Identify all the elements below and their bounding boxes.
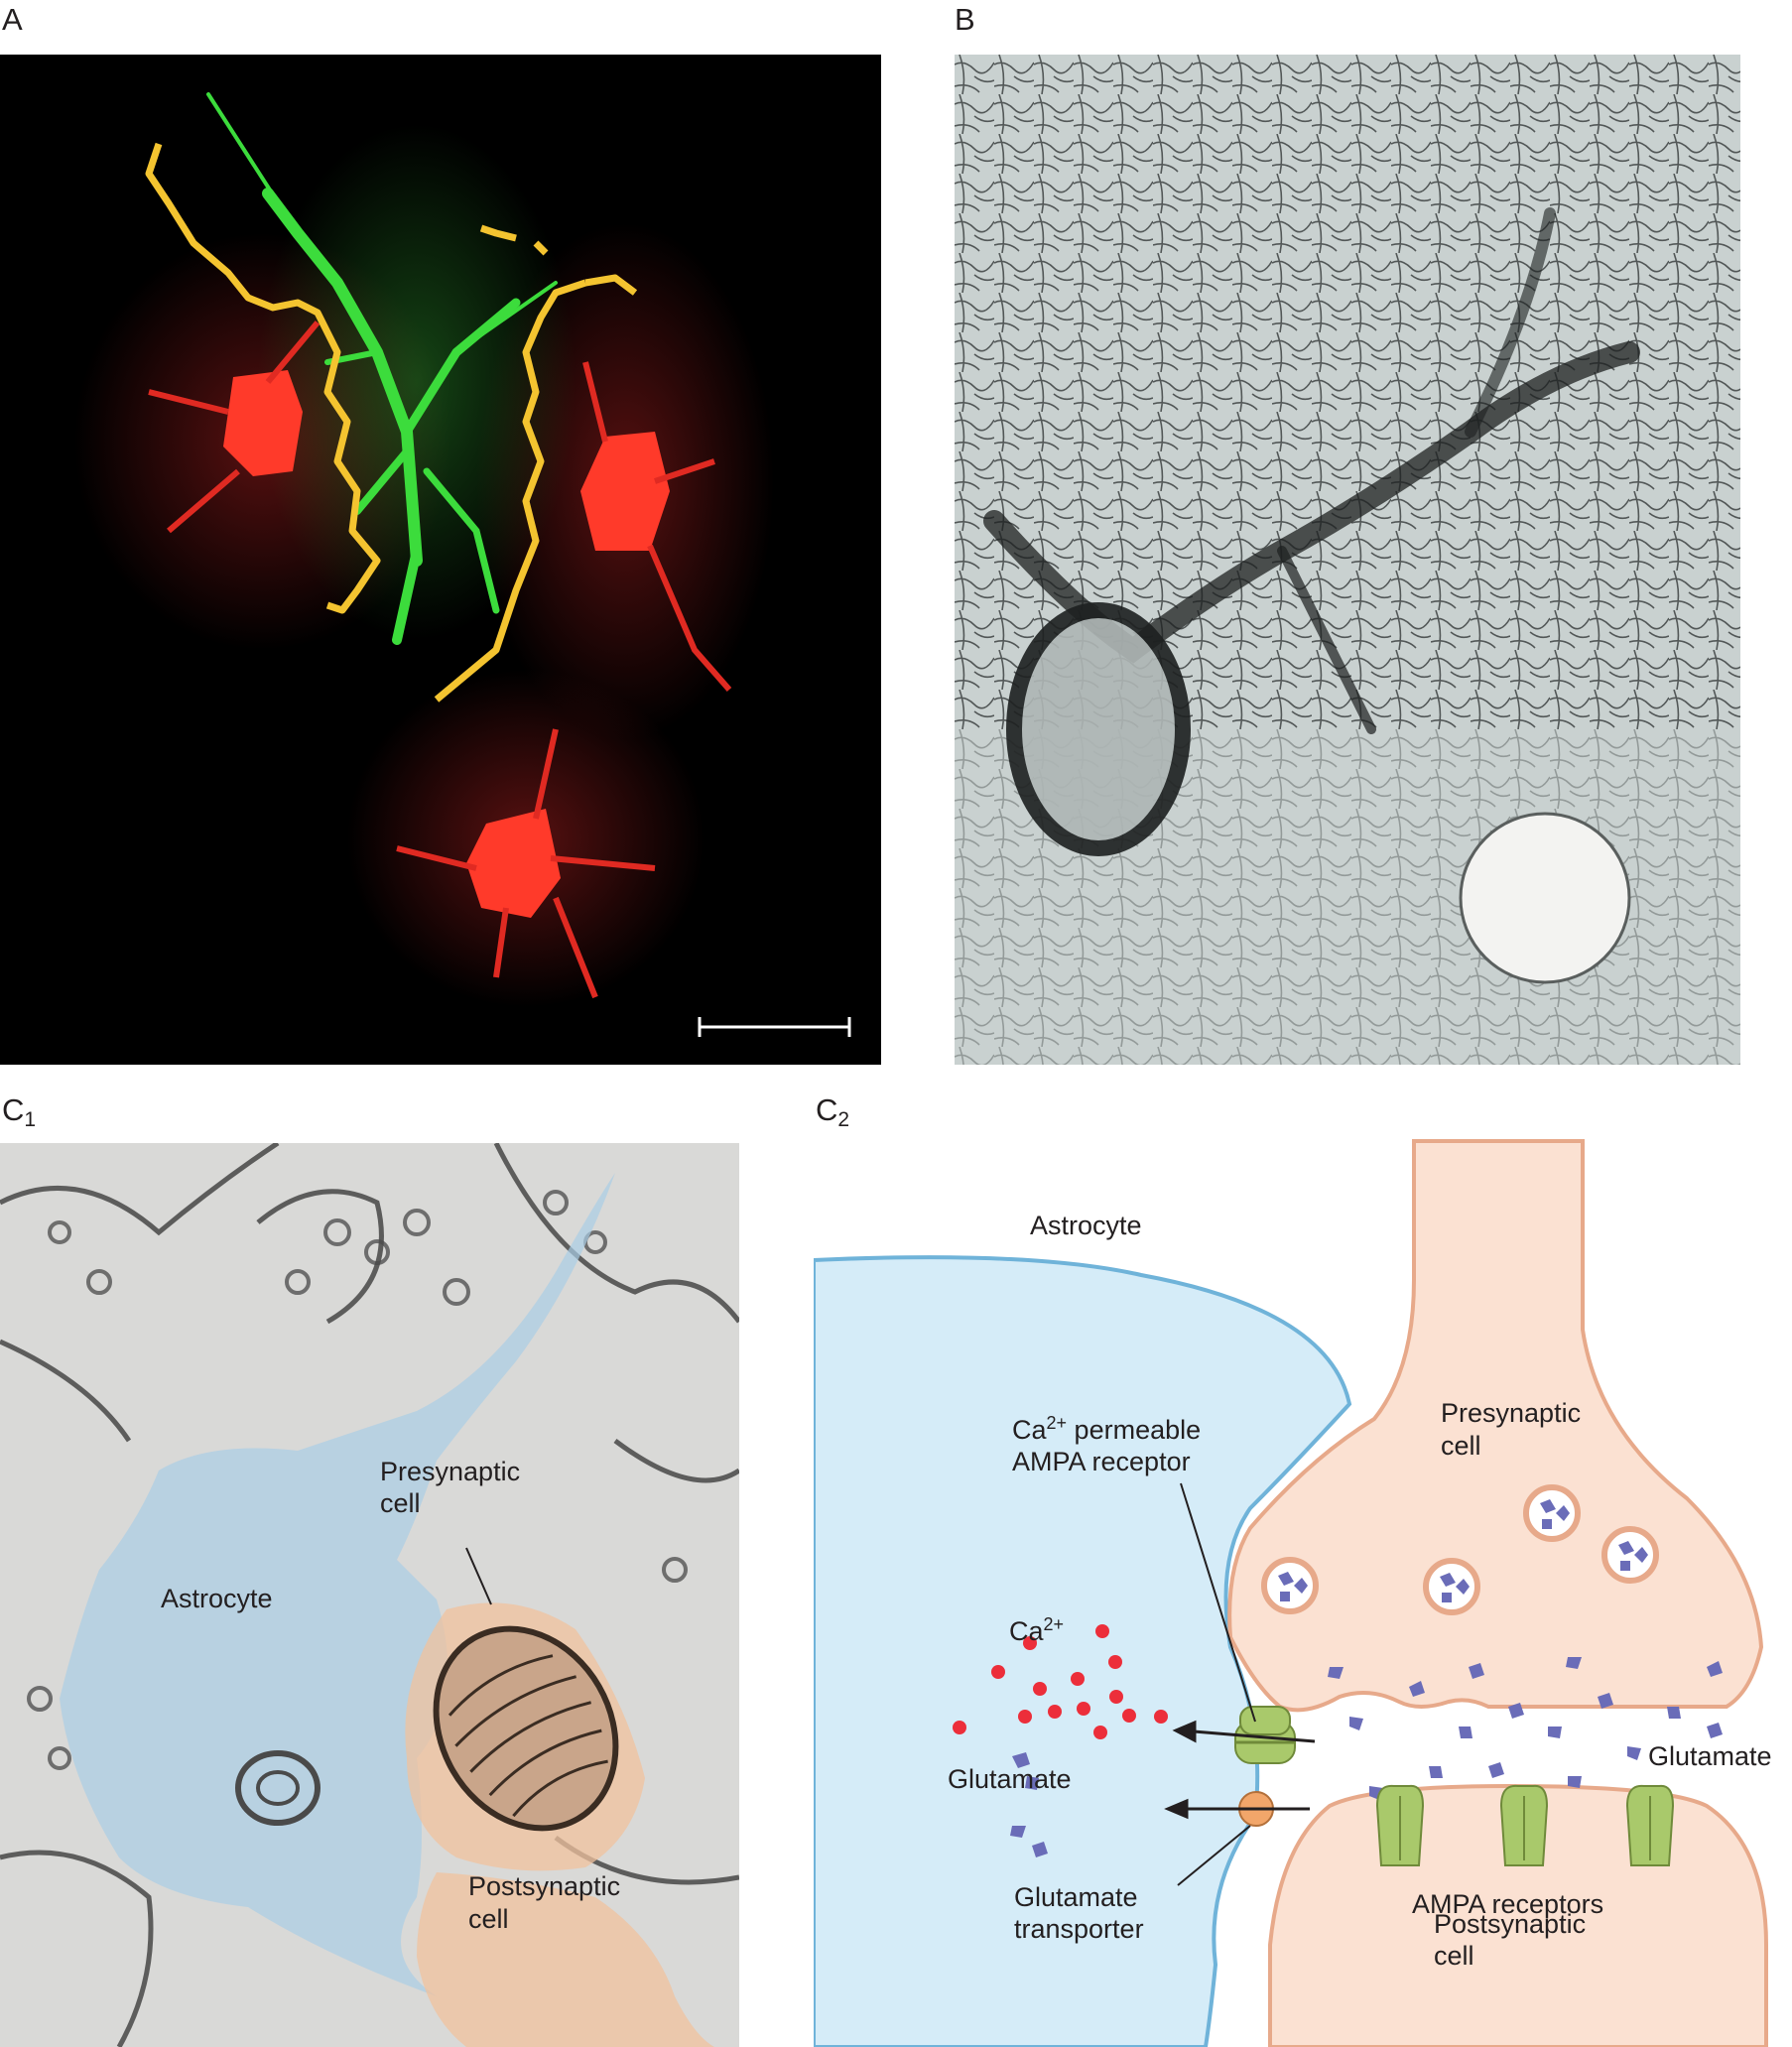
neuron-red-2 — [580, 361, 732, 692]
synaptic-vesicle — [1261, 1557, 1319, 1614]
synaptic-vesicle — [1601, 1526, 1659, 1584]
panel-label-b: B — [955, 2, 975, 37]
fluorescence-micrograph — [0, 55, 881, 1065]
postsynaptic-overlay — [417, 1872, 714, 2047]
electron-micrograph: Astrocyte Presynaptic cell Postsynaptic … — [0, 1143, 739, 2047]
tripartite-synapse-diagram: Astrocyte Presynaptic cell Postsynaptic … — [814, 1131, 1792, 2047]
glutamate-molecules — [1010, 1657, 1723, 1857]
astrocyte-overlay — [60, 1173, 615, 1996]
golgi-stain-micrograph — [955, 55, 1740, 1065]
panel-label-c1: C1 — [2, 1092, 37, 1131]
glutamate-right-label: Glutamate — [1648, 1741, 1772, 1771]
panel-label-a: A — [2, 2, 23, 37]
c1-postsynaptic-label: Postsynaptic — [468, 1871, 620, 1901]
calcium-influx-arrow — [1193, 1729, 1316, 1743]
c2-presynaptic-label: Presynaptic — [1441, 1398, 1581, 1428]
c1-postsynaptic-label-2: cell — [468, 1904, 509, 1934]
transporter-label-2: transporter — [1014, 1914, 1144, 1944]
c2-postsynaptic-label-2: cell — [1434, 1941, 1474, 1971]
ampa-receptors-label: AMPA receptors — [1412, 1889, 1603, 1919]
calcium-label: Ca2+ — [1009, 1614, 1064, 1646]
c2-presynaptic-label-2: cell — [1441, 1431, 1481, 1461]
ca-permeable-label: Ca2+ permeable — [1012, 1413, 1201, 1445]
scale-bar — [698, 1017, 851, 1037]
yellow-boundary — [145, 142, 638, 703]
c1-presynaptic-label: Presynaptic — [380, 1457, 520, 1486]
synaptic-vesicle — [1423, 1558, 1480, 1615]
blood-vessel — [1459, 812, 1631, 984]
astrocyte-shape — [814, 1255, 1352, 2047]
c2-postsynaptic-label: Postsynaptic — [1434, 1909, 1586, 1939]
neuron-soma — [1006, 602, 1191, 856]
astrocyte-green — [206, 92, 558, 645]
neuron-red-3 — [396, 728, 656, 999]
synaptic-vesicle — [1523, 1484, 1581, 1542]
c1-astrocyte-label: Astrocyte — [161, 1584, 273, 1613]
c1-presynaptic-label-2: cell — [380, 1488, 421, 1518]
c2-astrocyte-label: Astrocyte — [1030, 1211, 1142, 1240]
calcium-ions — [953, 1624, 1168, 1739]
transporter-label: Glutamate — [1014, 1882, 1138, 1912]
ampa-receptor-label: AMPA receptor — [1012, 1447, 1191, 1476]
glutamate-left-label: Glutamate — [948, 1764, 1072, 1794]
neuron-red-1 — [148, 320, 320, 534]
panel-label-c2: C2 — [816, 1092, 850, 1131]
